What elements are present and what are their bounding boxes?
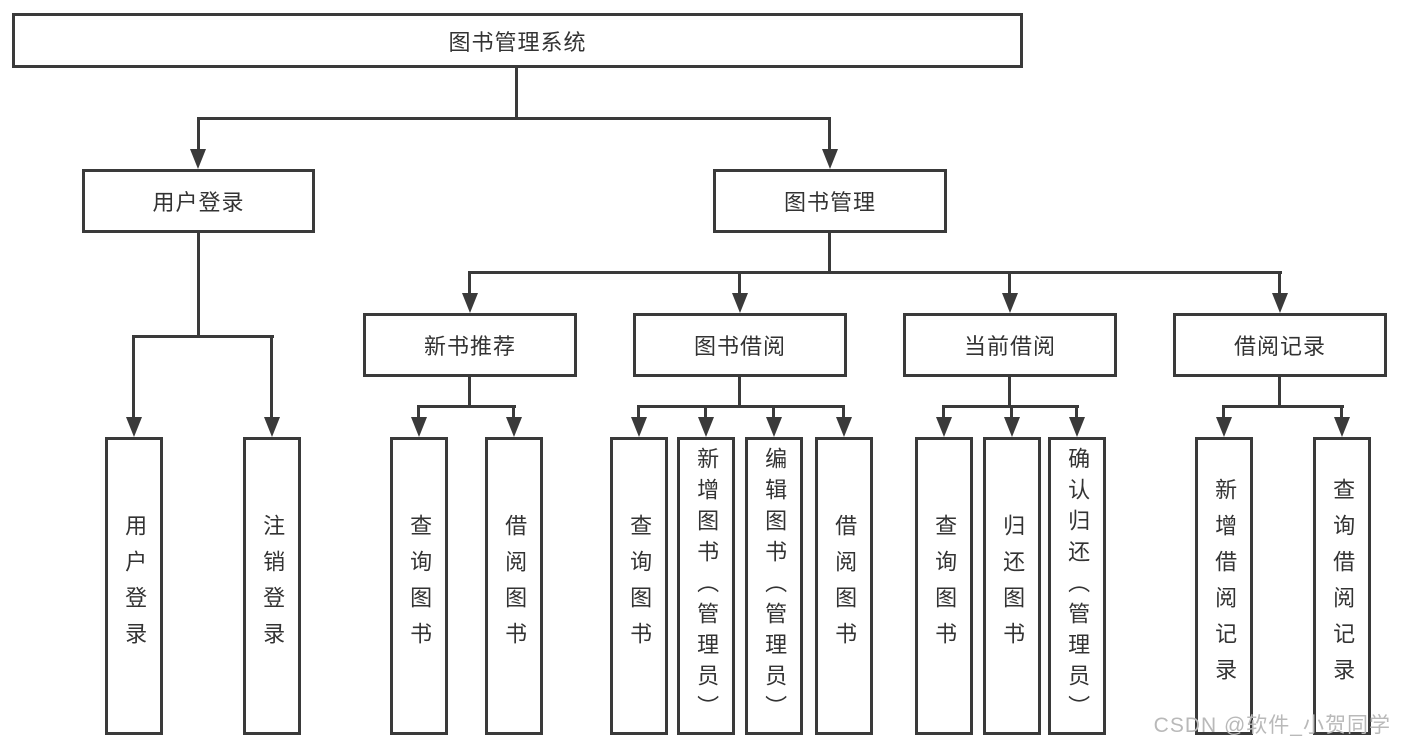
connector-line	[772, 405, 775, 417]
node-book-borrowing: 图书借阅	[633, 313, 847, 377]
connector-line	[197, 117, 200, 149]
connector-line	[1222, 405, 1225, 417]
node-new-book-recommendation: 新书推荐	[363, 313, 577, 377]
node-label: 新增图书（管理员）	[694, 446, 720, 726]
arrowhead-icon	[126, 417, 142, 437]
connector-line	[637, 405, 640, 417]
leaf-bb-borrow-books: 借阅图书	[815, 437, 873, 735]
arrowhead-icon	[506, 417, 522, 437]
connector-line	[738, 377, 741, 406]
arrowhead-icon	[190, 149, 206, 169]
node-label: 新书推荐	[423, 334, 516, 359]
node-label: 确认归还（管理员）	[1065, 446, 1091, 726]
arrowhead-icon	[766, 417, 782, 437]
arrowhead-icon	[836, 417, 852, 437]
arrowhead-icon	[1334, 417, 1350, 437]
arrowhead-icon	[1069, 417, 1085, 437]
node-label: 借阅记录	[1233, 334, 1326, 359]
node-borrowing-records: 借阅记录	[1173, 313, 1387, 377]
node-label: 图书借阅	[693, 334, 786, 359]
connector-line	[1278, 377, 1281, 406]
arrowhead-icon	[1004, 417, 1020, 437]
arrowhead-icon	[732, 293, 748, 313]
leaf-bb-edit-books-admin: 编辑图书（管理员）	[745, 437, 803, 735]
connector-line	[738, 271, 741, 293]
leaf-nbr-borrow-books: 借阅图书	[485, 437, 543, 735]
connector-line	[468, 377, 471, 406]
arrowhead-icon	[822, 149, 838, 169]
node-label: 当前借阅	[963, 334, 1056, 359]
connector-line	[1010, 405, 1013, 417]
node-label: 用户登录	[152, 190, 245, 215]
leaf-br-add-borrow-record: 新增借阅记录	[1195, 437, 1253, 735]
node-user-login: 用户登录	[82, 169, 315, 233]
connector-line	[1278, 271, 1281, 293]
node-label: 图书管理	[783, 190, 876, 215]
leaf-br-query-borrow-record: 查询借阅记录	[1313, 437, 1371, 735]
node-book-management: 图书管理	[713, 169, 947, 233]
node-label: 查询图书	[407, 514, 433, 658]
connector-line	[1008, 377, 1011, 406]
arrowhead-icon	[631, 417, 647, 437]
node-current-borrowing: 当前借阅	[903, 313, 1117, 377]
connector-line	[704, 405, 707, 417]
node-label: 查询图书	[627, 514, 653, 658]
arrowhead-icon	[1272, 293, 1288, 313]
connector-line	[197, 233, 200, 336]
connector-line	[512, 405, 515, 417]
connector-line	[132, 335, 135, 417]
connector-line	[1075, 405, 1078, 417]
node-label: 新增借阅记录	[1212, 478, 1238, 694]
connector-line	[1340, 405, 1343, 417]
node-label: 借阅图书	[502, 514, 528, 658]
arrowhead-icon	[698, 417, 714, 437]
node-label: 查询图书	[932, 514, 958, 658]
connector-line	[133, 335, 274, 338]
node-label: 借阅图书	[832, 514, 858, 658]
arrowhead-icon	[264, 417, 280, 437]
leaf-user-login: 用户登录	[105, 437, 163, 735]
node-label: 归还图书	[1000, 514, 1026, 658]
leaf-cb-confirm-return-admin: 确认归还（管理员）	[1048, 437, 1106, 735]
node-label: 查询借阅记录	[1330, 478, 1356, 694]
arrowhead-icon	[1216, 417, 1232, 437]
leaf-bb-query-books: 查询图书	[610, 437, 668, 735]
connector-line	[942, 405, 945, 417]
arrowhead-icon	[936, 417, 952, 437]
connector-line	[417, 405, 420, 417]
connector-line	[637, 405, 845, 408]
connector-line	[828, 233, 831, 274]
connector-line	[417, 405, 516, 408]
leaf-cb-return-books: 归还图书	[983, 437, 1041, 735]
connector-line	[1008, 271, 1011, 293]
connector-line	[197, 117, 831, 120]
arrowhead-icon	[411, 417, 427, 437]
connector-line	[468, 271, 471, 293]
leaf-nbr-query-books: 查询图书	[390, 437, 448, 735]
leaf-cb-query-books: 查询图书	[915, 437, 973, 735]
leaf-bb-add-books-admin: 新增图书（管理员）	[677, 437, 735, 735]
connector-line	[842, 405, 845, 417]
node-label: 编辑图书（管理员）	[762, 446, 788, 726]
node-label: 用户登录	[122, 514, 148, 658]
node-label: 注销登录	[260, 514, 286, 658]
arrowhead-icon	[1002, 293, 1018, 313]
node-label: 图书管理系统	[448, 29, 587, 55]
connector-line	[515, 68, 518, 118]
node-library-management-system: 图书管理系统	[12, 13, 1023, 68]
leaf-logout: 注销登录	[243, 437, 301, 735]
connector-line	[828, 117, 831, 149]
connector-line	[1222, 405, 1344, 408]
csdn-watermark: CSDN @软件_小贺同学	[1153, 714, 1391, 737]
connector-line	[468, 271, 1282, 274]
connector-line	[270, 335, 273, 417]
arrowhead-icon	[462, 293, 478, 313]
